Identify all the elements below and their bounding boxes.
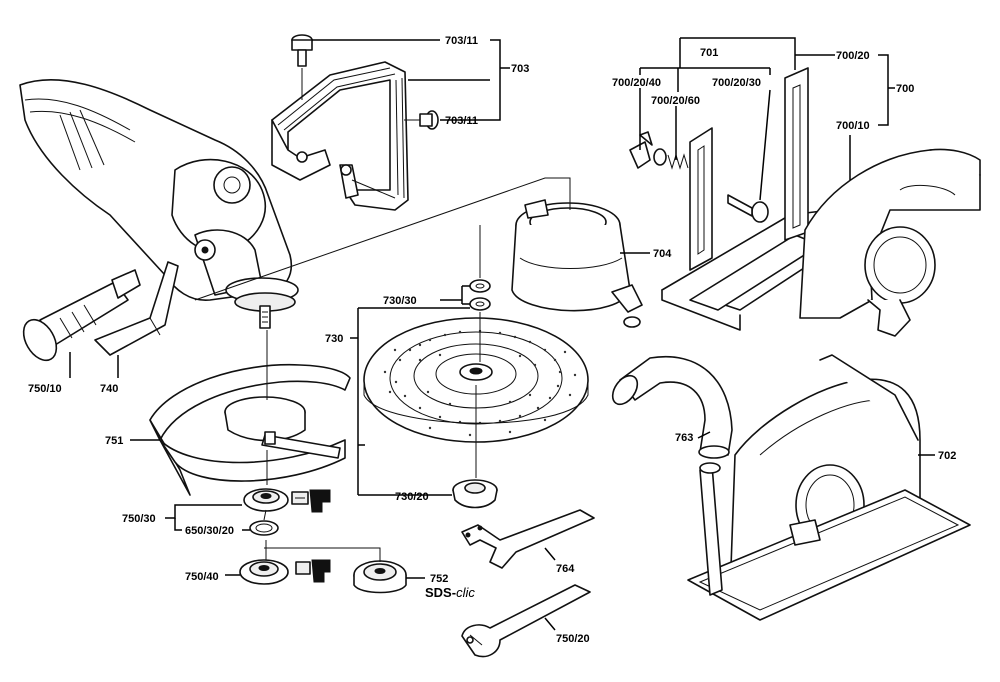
label-700-20-30: 700/20/30 — [712, 77, 761, 89]
sds-clic-brand: SDS-clic — [425, 585, 475, 600]
label-750-40: 750/40 — [185, 571, 219, 583]
bolt-700-20-30 — [727, 194, 769, 223]
label-730: 730 — [325, 333, 343, 345]
side-handle — [22, 269, 141, 362]
nut-750-40 — [239, 559, 289, 585]
washer-730-30-a — [469, 279, 491, 293]
cutting-disc-730 — [363, 317, 589, 443]
suction-hose-763 — [611, 355, 733, 459]
sds-clic-nut-752 — [353, 560, 407, 594]
label-700-20-60: 700/20/60 — [651, 95, 700, 107]
label-750-30: 750/30 — [122, 513, 156, 525]
washer-730-30-b — [469, 297, 491, 311]
label-750-20: 750/20 — [556, 633, 590, 645]
part-labels: 703/11 703 703/11 701 700/20 700/20/40 7… — [28, 35, 956, 645]
screw-703-11-top — [291, 34, 313, 67]
spring-700-20-60 — [667, 153, 689, 170]
label-750-10: 750/10 — [28, 383, 62, 395]
label-700-20-40: 700/20/40 — [612, 77, 661, 89]
label-730-30: 730/30 — [383, 295, 417, 307]
label-701: 701 — [700, 47, 718, 59]
flange-730-20 — [452, 479, 498, 509]
label-751: 751 — [105, 435, 123, 447]
leader-lines — [69, 37, 935, 631]
cutting-stand-702 — [687, 354, 971, 621]
flange-750-30 — [243, 488, 289, 512]
pin-wrench-750-20 — [461, 584, 591, 658]
wing-bolt-700-20-40 — [629, 131, 667, 169]
nut-orientation-icon-upper — [291, 489, 331, 513]
two-pin-spanner-764 — [461, 509, 595, 569]
brush-clamp-703 — [271, 61, 409, 211]
label-650-30-20: 650/30/20 — [185, 525, 234, 537]
sds-brand-prefix: SDS- — [425, 585, 456, 600]
screw-703-11-bottom — [404, 110, 439, 130]
angle-grinder-body — [19, 78, 299, 329]
label-763: 763 — [675, 432, 693, 444]
label-752: 752 — [430, 573, 448, 585]
clic-brand-suffix: clic — [456, 585, 475, 600]
label-703: 703 — [511, 63, 529, 75]
extraction-hood-704 — [511, 199, 643, 328]
wheel-guard — [149, 363, 351, 496]
label-703-11-bottom: 703/11 — [445, 115, 478, 127]
label-764: 764 — [556, 563, 575, 575]
label-700-20: 700/20 — [836, 50, 870, 62]
nut-orientation-icon-lower — [295, 559, 331, 583]
label-704: 704 — [653, 248, 672, 260]
assembly-axes — [194, 68, 571, 562]
handle-bracket — [94, 261, 179, 356]
label-730-20: 730/20 — [395, 491, 429, 503]
label-703-11-top: 703/11 — [445, 35, 478, 47]
o-ring-650-30-20 — [249, 520, 279, 536]
label-700: 700 — [896, 83, 914, 95]
label-700-10: 700/10 — [836, 120, 870, 132]
label-740: 740 — [100, 383, 118, 395]
cutting-guard-700-10 — [799, 148, 981, 337]
label-702: 702 — [938, 450, 956, 462]
